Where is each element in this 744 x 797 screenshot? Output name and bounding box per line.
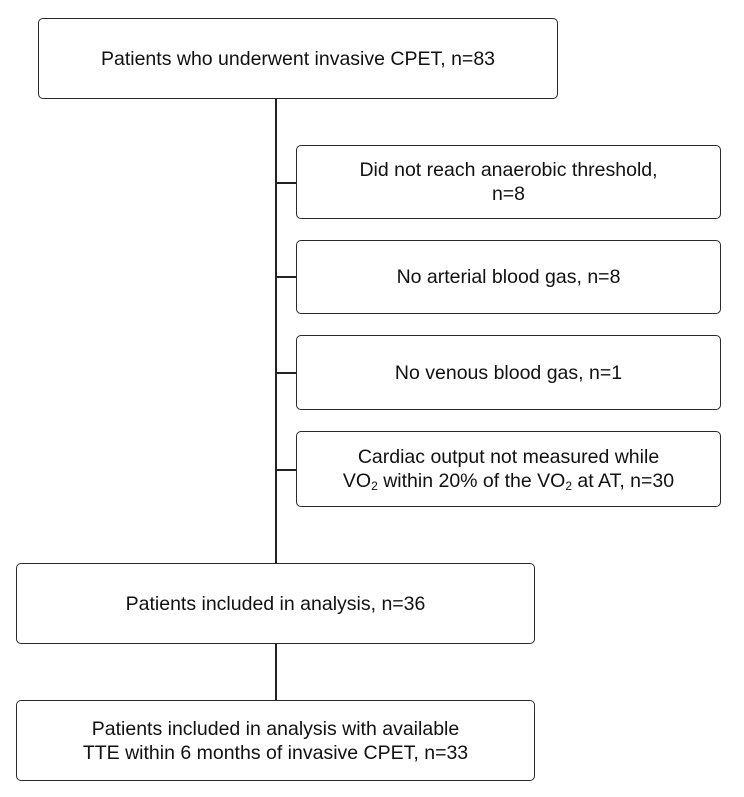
included-patients-text: Patients included in analysis, n=36 bbox=[125, 592, 426, 615]
vo2-label-a: VO bbox=[342, 470, 372, 492]
exclusion-box-no-anaerobic-threshold: Did not reach anaerobic threshold, n=8 bbox=[296, 145, 721, 219]
exclusion-text-3: No venous blood gas, n=1 bbox=[394, 361, 623, 384]
exclusion-text-4-middle: within 20% of the VO bbox=[377, 470, 566, 492]
exclusion-box-no-venous-blood-gas: No venous blood gas, n=1 bbox=[296, 335, 721, 410]
exclusion-text-1-line2: n=8 bbox=[491, 183, 526, 205]
branch-connector-3 bbox=[275, 372, 296, 374]
final-cohort-text-line1: Patients included in analysis with avail… bbox=[91, 717, 460, 740]
branch-connector-1 bbox=[275, 182, 296, 184]
exclusion-text-4-line2: VO2 within 20% of the VO2 at AT, n=30 bbox=[343, 469, 674, 493]
exclusion-box-cardiac-output-not-measured: Cardiac output not measured while VO2 wi… bbox=[296, 431, 721, 507]
exclusion-box-no-arterial-blood-gas: No arterial blood gas, n=8 bbox=[296, 240, 721, 314]
exclusion-text-1-line1: Did not reach anaerobic threshold, bbox=[359, 159, 658, 181]
final-cohort-box: Patients included in analysis with avail… bbox=[16, 700, 535, 781]
vo2-subscript-b: 2 bbox=[565, 479, 572, 493]
exclusion-text-4-line1: Cardiac output not measured while bbox=[357, 446, 660, 468]
enrolled-patients-box: Patients who underwent invasive CPET, n=… bbox=[38, 18, 558, 99]
branch-connector-4 bbox=[275, 469, 296, 471]
final-cohort-text-line2: TTE within 6 months of invasive CPET, n=… bbox=[82, 741, 469, 764]
connector-included-to-final bbox=[275, 643, 277, 700]
main-vertical-connector bbox=[275, 98, 277, 563]
enrolled-patients-text: Patients who underwent invasive CPET, n=… bbox=[100, 47, 496, 70]
exclusion-text-2: No arterial blood gas, n=8 bbox=[396, 266, 621, 288]
included-patients-box: Patients included in analysis, n=36 bbox=[16, 563, 535, 644]
branch-connector-2 bbox=[275, 276, 296, 278]
vo2-subscript-a: 2 bbox=[371, 479, 378, 493]
exclusion-text-4-end: at AT, n=30 bbox=[572, 470, 675, 492]
